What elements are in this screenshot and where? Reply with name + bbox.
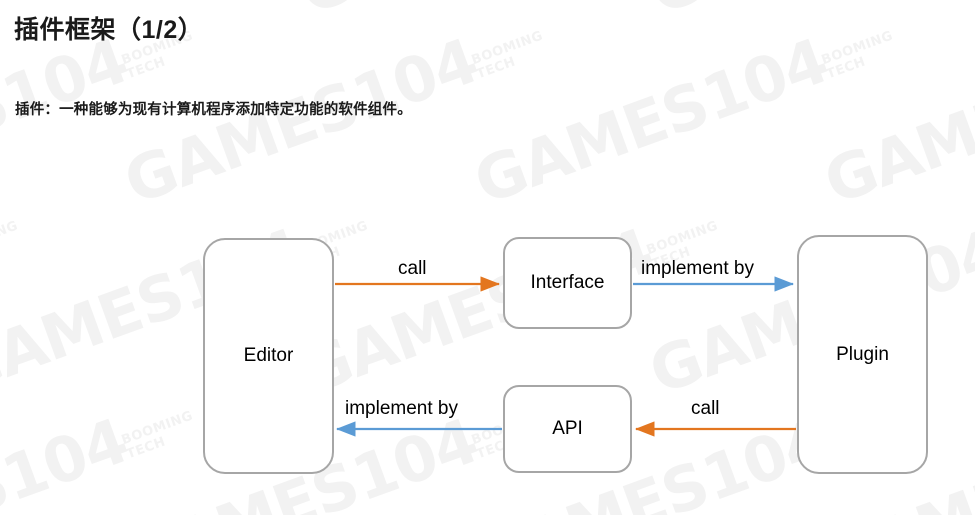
node-editor[interactable]: Editor: [203, 238, 334, 474]
node-plugin[interactable]: Plugin: [797, 235, 928, 474]
node-interface[interactable]: Interface: [503, 237, 632, 329]
edge-label-implement-by-bottom: implement by: [345, 398, 458, 419]
node-api-label: API: [552, 418, 583, 439]
node-plugin-label: Plugin: [836, 343, 889, 365]
page-title: 插件框架（1/2）: [14, 16, 204, 44]
edge-label-implement-by-top: implement by: [641, 258, 754, 279]
slide-subtitle: 插件：一种能够为现有计算机程序添加特定功能的软件组件。: [15, 102, 412, 118]
node-api[interactable]: API: [503, 385, 632, 473]
edge-label-call-bottom: call: [691, 398, 720, 419]
node-editor-label: Editor: [243, 345, 294, 366]
edge-label-call-top: call: [398, 258, 427, 279]
node-interface-label: Interface: [530, 272, 605, 293]
